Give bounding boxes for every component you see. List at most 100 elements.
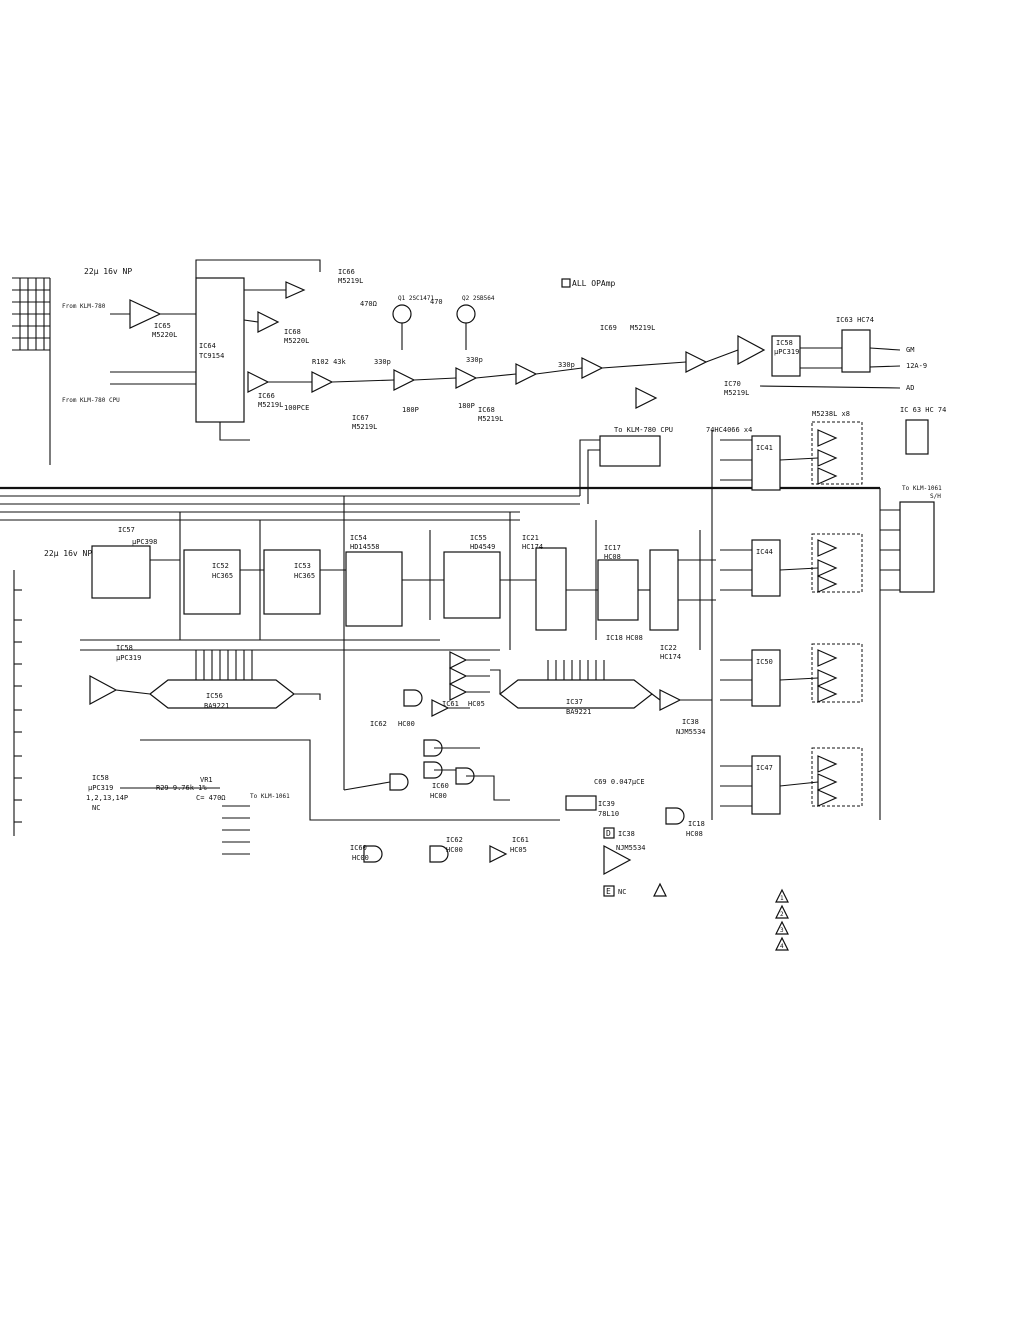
hc4066-label: 74HC4066 x4 xyxy=(706,426,752,434)
c100pce-label: 100PCE xyxy=(284,404,309,412)
ic54-part: HD14558 xyxy=(350,543,380,551)
legend-2: 2 xyxy=(780,911,784,918)
ic22-name: IC22 xyxy=(660,644,677,652)
ic66b-part: M5219L xyxy=(338,277,363,285)
cap-column: 22µ 16v NP xyxy=(13,549,92,836)
bg-d-marker xyxy=(603,827,615,839)
ic39-part: 78L10 xyxy=(598,810,619,818)
ic58b-part: µPC319 xyxy=(774,348,799,356)
ic55-part: HD4549 xyxy=(470,543,495,551)
ic56-name: IC56 xyxy=(206,692,223,700)
q1-label: Q1 2SC1471 xyxy=(398,295,435,302)
ic57-part: µPC398 xyxy=(132,538,157,546)
from-klm780-label: From KLM-780 xyxy=(62,303,106,310)
ic61-inverters xyxy=(431,651,468,717)
logic-row: IC57 µPC398 IC52 HC365 IC53 HC365 IC54 H… xyxy=(80,496,716,790)
ic58-comparator xyxy=(89,674,118,706)
ic58-note-part: µPC319 xyxy=(88,784,113,792)
c180a-label: 180P xyxy=(402,406,419,414)
ic67b-opamp xyxy=(393,369,416,391)
pin-gm-label: GM xyxy=(906,346,914,354)
bg-nc-label: NC xyxy=(618,888,626,896)
pin-12a9-label: 12A-9 xyxy=(906,362,927,370)
to-klm780-cpu-label: To KLM-780 CPU xyxy=(614,426,673,434)
ic58-part: µPC319 xyxy=(116,654,141,662)
ic47-opamp-box xyxy=(811,747,863,807)
c330b-label: 330p xyxy=(466,356,483,364)
ic55-chip xyxy=(443,551,501,619)
ic53-chip xyxy=(263,549,321,615)
bg-d-label: D xyxy=(606,829,611,838)
q2-label: Q2 2SB564 xyxy=(462,295,495,302)
bg-e-marker xyxy=(603,885,615,897)
bg-e-label: E xyxy=(606,887,611,896)
ic55-name: IC55 xyxy=(470,534,487,542)
ic44-name: IC44 xyxy=(756,548,773,556)
ic47-name: IC47 xyxy=(756,764,773,772)
ic58b-comparator xyxy=(737,334,766,366)
bg-ic62-gate xyxy=(429,845,449,863)
bg-ic38-name: IC38 xyxy=(618,830,635,838)
ic64-part: TC9154 xyxy=(199,352,224,360)
ic53-part: HC365 xyxy=(294,572,315,580)
ic65-part: M5220L xyxy=(152,331,177,339)
ic54-name: IC54 xyxy=(350,534,367,542)
bottom-gates: IC60 HC00 IC62 HC00 IC61 HC05 D IC38 NJM… xyxy=(350,807,705,897)
ic53-name: IC53 xyxy=(294,562,311,570)
ic69-part: M5219L xyxy=(630,324,655,332)
bg-ic18-name: IC18 xyxy=(688,820,705,828)
ic68b-part: M5219L xyxy=(478,415,503,423)
ic60-name: IC60 xyxy=(432,782,449,790)
cap-22u-b-label: 22µ 16v NP xyxy=(44,549,92,558)
ic66a-opamp xyxy=(247,371,270,393)
bg-ic18-part: HC08 xyxy=(686,830,703,838)
ic39-name: IC39 xyxy=(598,800,615,808)
ic17-chip xyxy=(597,559,639,621)
bg-ic60-part: HC00 xyxy=(352,854,369,862)
ic58-note-pins: 1,2,13,14P xyxy=(86,794,128,802)
ic62-gates xyxy=(403,689,443,779)
ic37-part: BA9221 xyxy=(566,708,591,716)
ic57-chip xyxy=(91,545,151,599)
ic22-part: HC174 xyxy=(660,653,681,661)
bg-ic60-name: IC60 xyxy=(350,844,367,852)
pin-ad-label: AD xyxy=(906,384,914,392)
ic68a-opamp xyxy=(257,311,280,333)
r43k-label: R102 43k xyxy=(312,358,347,366)
ic62-part: HC00 xyxy=(398,720,415,728)
bg-ic62-part: HC00 xyxy=(446,846,463,854)
ic17-name: IC17 xyxy=(604,544,621,552)
revision-legend: 1 2 3 4 xyxy=(653,882,789,951)
front-end-chain: IC65 M5220L IC64 TC9154 IC66 M5219L IC68… xyxy=(110,259,946,455)
ic70-name: IC70 xyxy=(724,380,741,388)
ic52-chip xyxy=(183,549,241,615)
sh-connector xyxy=(899,501,935,593)
ic50-name: IC50 xyxy=(756,658,773,666)
ic66b-opamp xyxy=(285,281,306,299)
ic68a-part: M5220L xyxy=(284,337,309,345)
ic63-right-chip xyxy=(905,419,929,455)
legend-1: 1 xyxy=(780,895,784,902)
ic58b-chip xyxy=(771,335,801,377)
cv470-label: C= 470Ω xyxy=(196,794,226,802)
ic56-part: BA9221 xyxy=(204,702,229,710)
legend-3: 3 xyxy=(780,927,784,934)
ic68b-opamp xyxy=(455,367,478,389)
bg-ic62-name: IC62 xyxy=(446,836,463,844)
from-klm780-cpu-label: From KLM-780 CPU xyxy=(62,397,120,404)
bg-ic18-gate xyxy=(665,807,685,825)
ic60-part: HC00 xyxy=(430,792,447,800)
ic60-gates xyxy=(389,767,475,791)
ic66b-name: IC66 xyxy=(338,268,355,276)
ic38-opamp xyxy=(659,689,682,711)
ic38-part: NJM5534 xyxy=(676,728,706,736)
ic18-name: IC18 xyxy=(606,634,623,642)
ic21-part: HC174 xyxy=(522,543,543,551)
ic41-opamp-box xyxy=(811,421,863,485)
ic37-name: IC37 xyxy=(566,698,583,706)
ic70b-opamp xyxy=(685,351,708,373)
legend-marker-bottom xyxy=(653,882,667,897)
ic68b-name: IC68 xyxy=(478,406,495,414)
ic21-name: IC21 xyxy=(522,534,539,542)
